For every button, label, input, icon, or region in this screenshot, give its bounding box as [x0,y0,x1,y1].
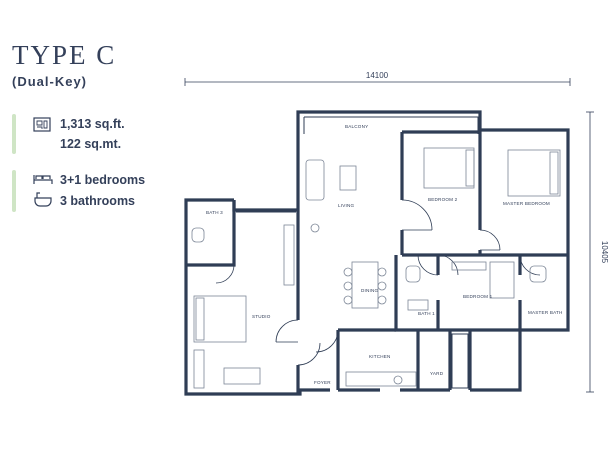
walls [184,110,570,396]
label-studio: STUDIO [252,314,271,319]
label-bedroom-2: BEDROOM 2 [428,197,458,202]
label-bath-1: BATH 1 [418,311,435,316]
label-kitchen: KITCHEN [369,354,391,359]
area-sqft: 1,313 sq.ft. [60,117,125,131]
bedroom-count: 3+1 bedrooms [60,173,146,187]
label-living: LIVING [338,203,354,208]
plan-title: TYPE C [12,40,117,70]
door-swings [215,199,541,366]
depth-dimension [586,111,594,393]
depth-dimension-label: 10405 [600,241,609,264]
rooms-accent-bar [12,170,16,212]
area-accent-bar [12,114,16,154]
label-bedroom-1: BEDROOM 1 [463,294,493,299]
bed-icon [33,175,53,184]
width-dimension [184,78,571,86]
bath-icon [34,192,52,207]
label-balcony: BALCONY [345,124,368,129]
label-dining: DINING [361,288,379,293]
label-yard: YARD [430,371,444,376]
bathroom-count: 3 bathrooms [60,194,136,208]
label-foyer: FOYER [314,380,331,385]
area-sqm: 122 sq.mt. [60,137,122,151]
label-master-bath: MASTER BATH [528,310,563,315]
label-bath-3: BATH 3 [206,210,223,215]
furniture [191,147,561,389]
plan-subtitle: (Dual-Key) [12,74,88,89]
balcony-rail [236,116,479,389]
floor-area-icon [33,117,51,132]
label-master-bedroom: MASTER BEDROOM [503,201,550,206]
width-dimension-label: 14100 [366,71,389,80]
